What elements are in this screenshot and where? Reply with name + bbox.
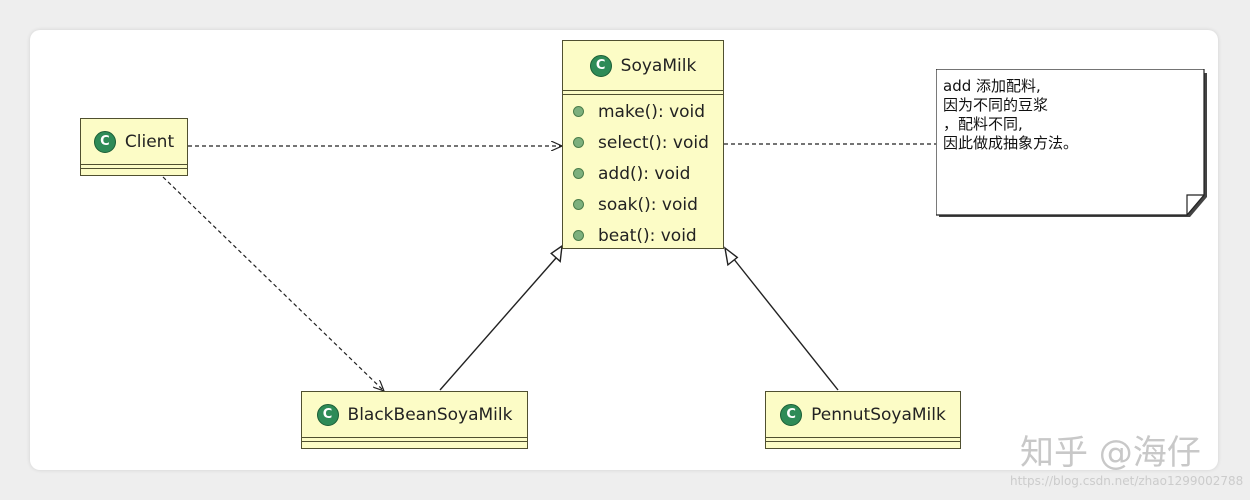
- class-name: SoyaMilk: [620, 55, 697, 76]
- methods-compartment: [302, 441, 527, 445]
- method-signature: soak(): void: [598, 194, 698, 215]
- uml-note[interactable]: add 添加配料, 因为不同的豆浆 ，配料不同, 因此做成抽象方法。: [936, 69, 1207, 217]
- method-signature: make(): void: [598, 101, 706, 122]
- class-soyamilk[interactable]: C SoyaMilk make(): void select(): void a…: [562, 40, 724, 249]
- note-shape: [936, 69, 1207, 217]
- method-item[interactable]: soak(): void: [563, 189, 723, 220]
- method-item[interactable]: make(): void: [563, 96, 723, 127]
- public-method-icon: [573, 168, 584, 179]
- methods-compartment: [81, 168, 187, 172]
- class-name: BlackBeanSoyaMilk: [347, 404, 513, 425]
- class-name: PennutSoyaMilk: [811, 404, 946, 425]
- public-method-icon: [573, 230, 584, 241]
- fields-compartment: [563, 90, 723, 94]
- note-line: ，配料不同,: [943, 115, 1023, 133]
- public-method-icon: [573, 199, 584, 210]
- class-client[interactable]: C Client: [80, 118, 188, 176]
- methods-compartment: make(): void select(): void add(): void …: [563, 94, 723, 251]
- note-line: 因为不同的豆浆: [943, 96, 1049, 114]
- method-item[interactable]: select(): void: [563, 127, 723, 158]
- class-icon: C: [316, 403, 339, 426]
- fields-compartment: [766, 437, 960, 441]
- fields-compartment: [302, 437, 527, 441]
- class-icon: C: [589, 54, 612, 77]
- watermark-url: https://blog.csdn.net/zhao1299002788: [1010, 474, 1244, 488]
- method-signature: add(): void: [598, 163, 691, 184]
- watermark-text: 知乎 @海仔: [1020, 433, 1201, 473]
- note-text: add 添加配料, 因为不同的豆浆 ，配料不同, 因此做成抽象方法。: [943, 77, 1078, 153]
- class-icon: C: [780, 403, 803, 426]
- class-blackbean-header: C BlackBeanSoyaMilk: [302, 392, 527, 437]
- method-signature: beat(): void: [598, 225, 697, 246]
- method-signature: select(): void: [598, 132, 709, 153]
- method-item[interactable]: beat(): void: [563, 220, 723, 251]
- note-line: 因此做成抽象方法。: [943, 134, 1079, 152]
- class-icon: C: [93, 130, 116, 153]
- class-name: Client: [124, 131, 175, 152]
- class-soyamilk-header: C SoyaMilk: [563, 41, 723, 90]
- public-method-icon: [573, 106, 584, 117]
- note-line: add 添加配料,: [943, 77, 1041, 95]
- fields-compartment: [81, 164, 187, 168]
- method-item[interactable]: add(): void: [563, 158, 723, 189]
- class-blackbeansoyamilk[interactable]: C BlackBeanSoyaMilk: [301, 391, 528, 449]
- class-pennut-header: C PennutSoyaMilk: [766, 392, 960, 437]
- class-pennutsoyamilk[interactable]: C PennutSoyaMilk: [765, 391, 961, 449]
- public-method-icon: [573, 137, 584, 148]
- class-client-header: C Client: [81, 119, 187, 164]
- methods-compartment: [766, 441, 960, 445]
